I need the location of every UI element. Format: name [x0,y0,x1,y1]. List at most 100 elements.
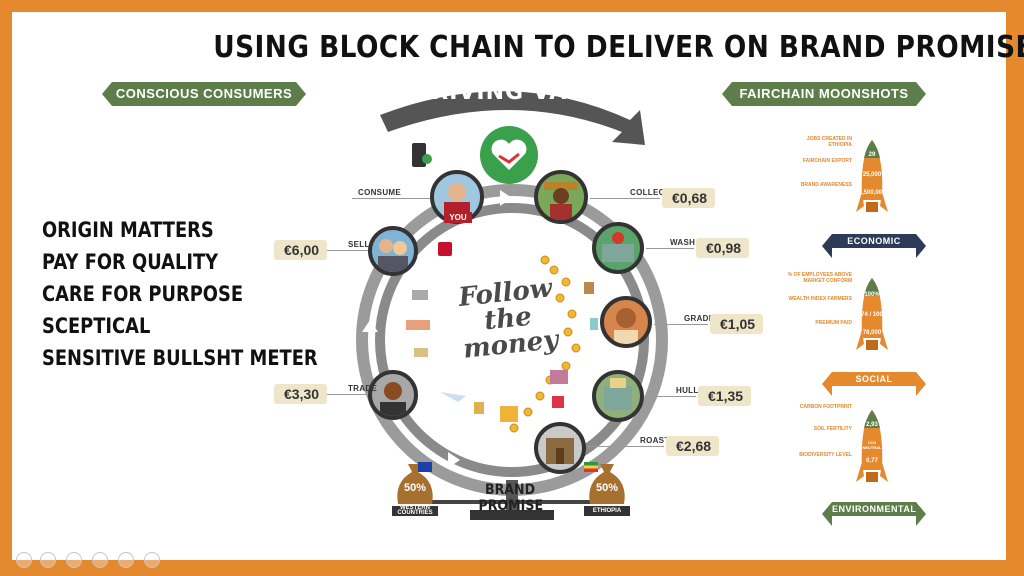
crate-icon [474,402,484,414]
environmental-value-2: CO2 NEUTRAL [862,440,882,450]
roast-step-circle [534,422,586,474]
rocket-icon [856,278,888,350]
social-value-1: 100% [864,292,880,298]
environmental-value-1: 2,93 [866,422,878,428]
slides-grid-icon[interactable] [92,552,108,568]
consume-leader-line [352,198,430,199]
previous-slide-icon[interactable] [16,552,32,568]
western-label: WESTERN COUNTRIES [392,505,438,516]
box-icon [552,396,564,408]
economic-note-3: BRAND AWARENESS [800,182,852,188]
collect-price-tag: €0,68 [662,188,716,208]
next-slide-icon[interactable] [40,552,56,568]
plane-icon [440,392,466,402]
roaster-icon [546,438,574,464]
ring-arrow-icon [448,452,460,468]
handshake-icon [406,320,430,330]
box-icon [500,406,518,422]
environmental-note-3: BIODIVERSITY LEVEL [799,452,852,458]
hulling-machine-icon [604,378,632,410]
ethiopia-flag-icon [584,462,598,472]
brand-word: BRAND [484,482,536,498]
trade-step-circle [368,370,418,420]
collect-leader-line [590,198,660,199]
wash-price-tag: €0,98 [696,238,750,258]
sell-step-circle [368,226,418,276]
zoom-icon[interactable] [118,552,134,568]
rocket-icon [856,410,888,482]
roast-price-tag: €2,68 [666,436,720,456]
washing-icon [602,232,634,262]
economic-value-1: 29 [868,152,876,158]
follow-the-money-text: Follow the money [454,273,562,364]
stand-base [470,510,554,520]
fairchain-moonshots-banner: FAIRCHAIN MOONSHOTS [722,82,926,106]
cash-icon [414,348,428,357]
trade-leader-line [318,394,368,395]
grade-leader-line [654,324,708,325]
ethiopia-bag: 50% ETHIOPIA [584,460,630,516]
heart-handshake-icon [491,139,527,170]
western-share: 50% [403,482,427,494]
more-options-icon[interactable] [144,552,160,568]
environmental-banner: ENVIRONMENTAL [822,502,926,526]
you-badge: YOU [444,212,472,223]
collect-label: COLLECT [630,188,670,197]
worker-icon [614,308,638,344]
sell-leader-line [318,250,368,251]
roast-label: ROAST [640,436,670,445]
pen-icon[interactable] [66,552,82,568]
farmer-icon [544,182,578,220]
environmental-note-2: SOIL FERTILITY [813,426,852,432]
sell-price-tag: €6,00 [274,240,328,260]
roast-leader-line [588,446,664,447]
driving-value-label: DRIVING VALUE [412,80,617,105]
collect-step-circle [534,170,588,224]
social-value-3: 78,000 [862,330,882,336]
social-note-2: WEALTH INDEX FARMERS [788,296,852,302]
ethiopia-label: ETHIOPIA [584,506,630,516]
social-note-1: % OF EMPLOYEES ABOVE MARKET CONFORM [787,272,852,284]
social-value-2: 74 / 100 [861,312,883,318]
ring-arrow-icon [500,190,512,206]
consumer-point: SCEPTICAL [42,314,151,338]
wash-leader-line [646,248,694,249]
environmental-value-3: 0,77 [866,458,878,464]
sack-icon [584,282,594,294]
consumer-point: CARE FOR PURPOSE [42,282,244,306]
sell-label: SELL [348,240,370,249]
promise-word: PROMISE [478,498,544,514]
fair-trade-badge [480,126,538,184]
economic-value-3: 2,500,000 [858,190,886,196]
slide-title: USING BLOCK CHAIN TO DELIVER ON BRAND PR… [213,30,1024,65]
environmental-note-1: CARBON FOOTPRINT [799,404,852,410]
consume-label: CONSUME [358,188,401,197]
consumer-point: ORIGIN MATTERS [42,218,214,242]
truck-icon [412,290,428,300]
stand-beam [400,500,620,504]
ring-arrow-icon [362,320,378,332]
value-cycle-graphic [356,91,668,520]
mug-icon [438,242,452,256]
rocket-icon [856,140,888,212]
ethiopia-share: 50% [595,482,619,494]
grade-step-circle [600,296,652,348]
western-countries-bag: 50% WESTERN COUNTRIES [392,460,438,516]
economic-note-2: FAIRCHAIN EXPORT [802,158,852,164]
grade-price-tag: €1,05 [710,314,764,334]
economic-note-1: JOBS CREATED IN ETHIOPIA [806,136,852,148]
brand-promise-label: BRAND PROMISE [478,482,544,514]
consumer-point: SENSITIVE BULLSHT METER [42,346,318,370]
wash-step-circle [592,222,644,274]
checkmark-icon [422,154,432,164]
hull-leader-line [646,396,696,397]
driving-value-arrow [380,91,645,145]
money-bag-icon [397,464,433,504]
social-note-3: PREMIUM PAID [815,320,852,326]
conscious-consumers-banner: CONSCIOUS CONSUMERS [102,82,306,106]
consumer-point: PAY FOR QUALITY [42,250,219,274]
social-banner: SOCIAL [822,372,926,396]
grade-label: GRADE [684,314,715,323]
trade-price-tag: €3,30 [274,384,328,404]
economic-banner: ECONOMIC [822,234,926,258]
